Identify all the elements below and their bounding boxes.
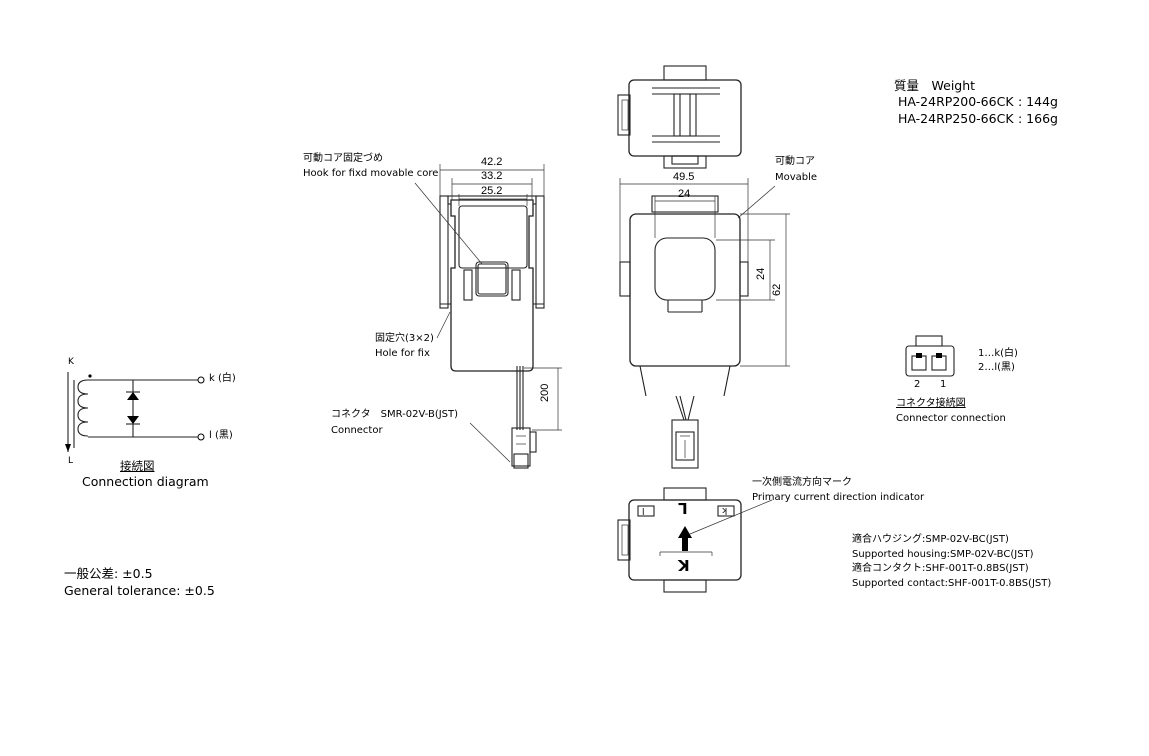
tolerance-jp: 一般公差: ±0.5	[64, 566, 153, 581]
dim-24-side: 24	[755, 267, 767, 280]
contact-en: Supported contact:SHF-001T-0.8BS(JST)	[852, 578, 1052, 589]
movable-label-jp: 可動コア	[775, 156, 815, 167]
front-view	[619, 178, 790, 469]
housing-en: Supported housing:SMP-02V-BC(JST)	[852, 549, 1034, 560]
coil-l-label: L	[68, 456, 74, 466]
small-l-mark: l	[642, 505, 645, 515]
dim-25-2: 25.2	[481, 185, 503, 197]
tolerance-en: General tolerance: ±0.5	[64, 583, 215, 598]
weight-value-1: : 144g	[1018, 94, 1058, 109]
hole-label-jp: 固定穴(3×2)	[375, 333, 434, 344]
dim-62: 62	[771, 283, 783, 296]
indicator-label-en: Primary current direction indicator	[752, 492, 925, 503]
connector-diagram-title-jp: コネクタ接続図	[896, 398, 966, 409]
connection-diagram-title-en: Connection diagram	[82, 474, 209, 489]
bottom-view	[617, 487, 773, 593]
dim-24-top: 24	[678, 188, 691, 200]
dim-42-2: 42.2	[481, 156, 503, 168]
dim-49-5: 49.5	[673, 171, 695, 183]
movable-label-en: Movable	[775, 172, 818, 183]
coil-k-label: K	[68, 357, 74, 367]
weight-value-2: : 166g	[1018, 111, 1058, 126]
housing-jp: 適合ハウジング:SMP-02V-BC(JST)	[852, 534, 1009, 545]
mark-l: L	[678, 499, 688, 517]
connection-schematic	[65, 372, 205, 452]
connector-label-en: Connector	[331, 425, 383, 436]
side-view	[414, 164, 562, 469]
hook-label-jp: 可動コア固定づめ	[303, 153, 383, 164]
hook-label-en: Hook for fixd movable core	[303, 168, 439, 179]
hole-label-en: Hole for fix	[375, 348, 430, 359]
terminal-l-label: l (黒)	[209, 430, 233, 441]
mark-k: K	[678, 556, 690, 574]
top-view	[617, 65, 742, 169]
weight-model-2: HA-24RP250-66CK	[898, 111, 1014, 126]
dim-33-2: 33.2	[481, 170, 503, 182]
connection-diagram-title-jp: 接続図	[120, 459, 155, 473]
pin-num-2: 2	[914, 379, 921, 390]
weight-model-1: HA-24RP200-66CK	[898, 94, 1014, 109]
connector-pin-view	[905, 335, 955, 377]
pin1-desc: 1…k(白)	[978, 348, 1018, 359]
pin2-desc: 2…l(黒)	[978, 362, 1015, 373]
weight-title: 質量 Weight	[894, 78, 976, 93]
indicator-label-jp: 一次側電流方向マーク	[752, 477, 852, 488]
connector-diagram-title-en: Connector connection	[896, 413, 1006, 424]
contact-jp: 適合コンタクト:SHF-001T-0.8BS(JST)	[852, 563, 1029, 574]
connector-label-jp: コネクタ SMR-02V-B(JST)	[331, 409, 459, 420]
small-k-mark: k	[722, 505, 728, 515]
pin-num-1: 1	[940, 379, 947, 390]
terminal-k-label: k (白)	[209, 373, 236, 384]
dim-200: 200	[539, 383, 551, 402]
